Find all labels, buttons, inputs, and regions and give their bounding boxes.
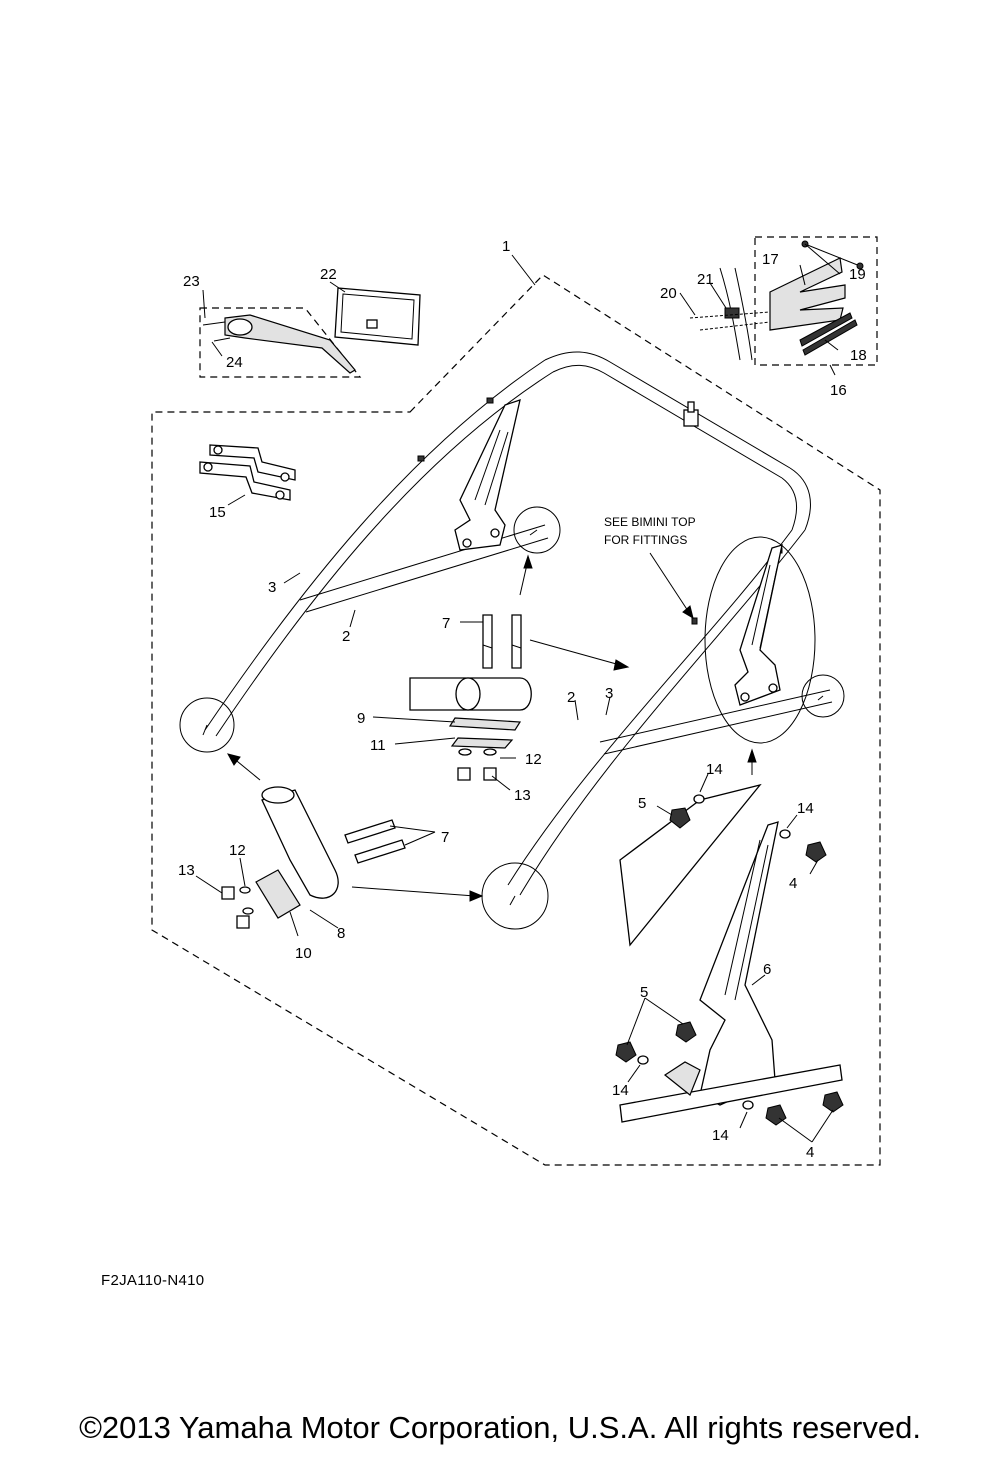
callout-5-bottom: 5 (640, 984, 648, 1001)
callout-8: 8 (337, 925, 345, 942)
board-rack (689, 240, 864, 361)
tower-frame (204, 351, 833, 896)
callout-9: 9 (357, 710, 365, 727)
callout-15: 15 (209, 504, 226, 521)
callout-2-right: 2 (567, 689, 575, 706)
callout-18: 18 (850, 347, 867, 364)
rear-view-mirror (334, 287, 421, 346)
callout-13-center: 13 (514, 787, 531, 804)
callout-14-bottom-left: 14 (612, 1082, 629, 1099)
detail-circle-crossbar (513, 506, 561, 554)
callout-24: 24 (226, 354, 243, 371)
callout-14-bottom-center: 14 (712, 1127, 729, 1144)
callout-7-bottom: 7 (441, 829, 449, 846)
callout-1: 1 (502, 238, 510, 255)
detail-oval-right-bracket (704, 536, 816, 744)
callout-19: 19 (849, 266, 866, 283)
note-line-2: FOR FITTINGS (604, 533, 687, 547)
callout-21: 21 (697, 271, 714, 288)
diagram-code: F2JA110-N410 (101, 1272, 205, 1289)
right-tower-bracket (734, 544, 783, 706)
assembly-boundary (151, 274, 881, 1166)
note-line-1: SEE BIMINI TOP (604, 515, 696, 529)
callout-20: 20 (660, 285, 677, 302)
mount-bracket-6 (615, 783, 844, 1126)
callout-3-left: 3 (268, 579, 276, 596)
foot-mount-assembly (221, 786, 406, 929)
callout-12-center: 12 (525, 751, 542, 768)
callout-14-top-left: 14 (706, 761, 723, 778)
callout-16: 16 (830, 382, 847, 399)
callout-23: 23 (183, 273, 200, 290)
callout-12-left: 12 (229, 842, 246, 859)
mirror-arm (202, 314, 356, 374)
callout-2-left: 2 (342, 628, 350, 645)
rack-boundary (754, 236, 878, 366)
callout-17: 17 (762, 251, 779, 268)
assembly-arrows (227, 552, 757, 902)
clamp-plate-set (199, 444, 296, 501)
callout-11: 11 (370, 737, 386, 754)
detail-circle-right-crossbar (801, 674, 845, 718)
callout-7-top: 7 (442, 615, 450, 632)
callout-22: 22 (320, 266, 337, 283)
callout-4-top: 4 (789, 875, 797, 892)
tube-clamp-assembly (409, 614, 532, 781)
callout-4-bottom: 4 (806, 1144, 814, 1161)
callout-3-right: 3 (605, 685, 613, 702)
mirror-boundary (199, 307, 362, 378)
leader-lines (195, 243, 841, 1143)
callout-5-top: 5 (638, 795, 646, 812)
callout-6: 6 (763, 961, 771, 978)
left-tower-bracket (454, 399, 521, 551)
copyright-notice: ©2013 Yamaha Motor Corporation, U.S.A. A… (79, 1410, 921, 1445)
callout-14-top-right: 14 (797, 800, 814, 817)
callout-10: 10 (295, 945, 312, 962)
callout-13-left: 13 (178, 862, 195, 879)
detail-circle-left-foot (179, 697, 235, 753)
